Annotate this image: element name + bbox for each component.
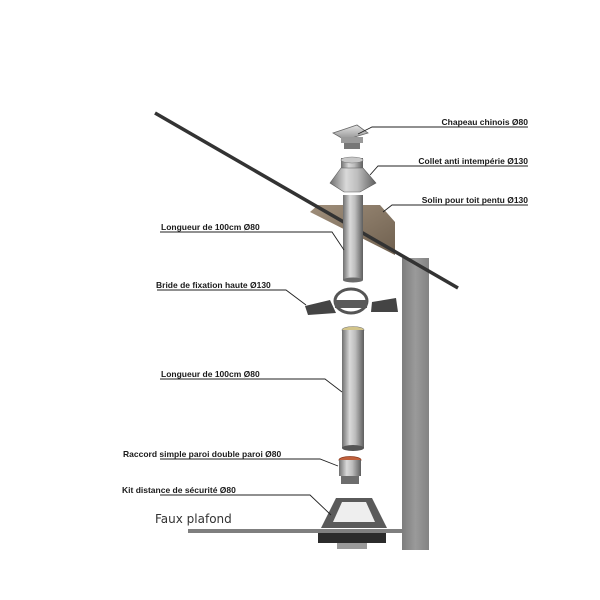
label-bride: Bride de fixation haute Ø130 xyxy=(156,280,271,290)
label-kit: Kit distance de sécurité Ø80 xyxy=(122,485,236,495)
collet-part xyxy=(329,156,377,193)
kit-distance-part xyxy=(321,498,387,528)
faux-plafond-part xyxy=(188,529,402,549)
raccord-part xyxy=(338,456,362,484)
label-chapeau: Chapeau chinois Ø80 xyxy=(441,117,528,127)
wall xyxy=(402,258,429,550)
bride-part xyxy=(305,287,398,315)
label-raccord: Raccord simple paroi double paroi Ø80 xyxy=(123,449,282,459)
label-longueur-top: Longueur de 100cm Ø80 xyxy=(161,222,260,232)
chapeau-chinois-part xyxy=(332,124,369,149)
leader-lines xyxy=(157,126,528,516)
label-longueur-mid: Longueur de 100cm Ø80 xyxy=(161,369,260,379)
label-collet: Collet anti intempérie Ø130 xyxy=(418,156,528,166)
pipe-middle-part xyxy=(341,326,365,451)
label-faux-plafond: Faux plafond xyxy=(155,512,232,526)
roof-line xyxy=(154,111,459,290)
pipe-top-part xyxy=(343,195,363,283)
label-solin: Solin pour toit pentu Ø130 xyxy=(421,195,528,205)
